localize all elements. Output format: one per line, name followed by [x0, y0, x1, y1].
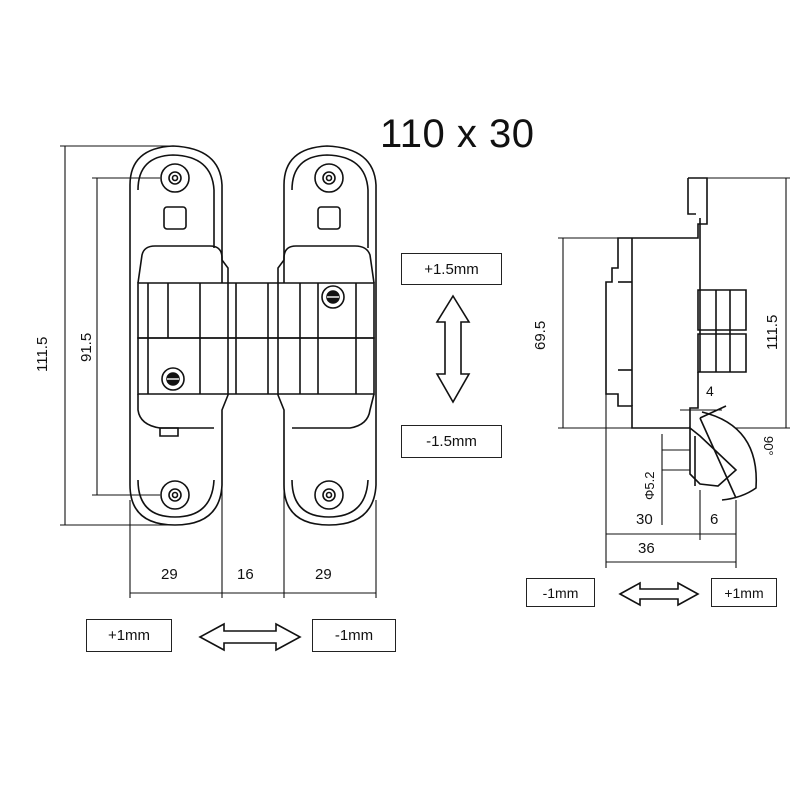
front-dimension-lines: [60, 146, 376, 598]
adjust-right-label-side: +1mm: [711, 578, 777, 607]
dim-36: 36: [638, 540, 655, 557]
adjust-right-label-front: -1mm: [312, 619, 396, 652]
screw-holes: [161, 164, 343, 509]
adjust-down-label: -1.5mm: [401, 425, 502, 458]
vertical-adjust-arrow: [437, 296, 469, 402]
adjustment-screws: [162, 286, 344, 390]
dim-left-width: 29: [161, 566, 178, 583]
right-hinge-leaf: [278, 146, 376, 525]
horizontal-adjust-arrow-side: [620, 583, 698, 605]
dim-overall-height-front: 111.5: [34, 336, 51, 372]
dim-gap: 16: [237, 566, 254, 583]
adjust-left-label-side: -1mm: [526, 578, 595, 607]
dim-4: 4: [706, 383, 714, 399]
page-title: 110 x 30: [380, 112, 535, 156]
dim-6: 6: [710, 511, 719, 528]
dim-overall-height-side: 111.5: [764, 314, 781, 350]
dim-body-height-side: 69.5: [532, 320, 549, 350]
side-dimension-lines: [558, 178, 790, 568]
adjust-left-label-front: +1mm: [86, 619, 172, 652]
dim-30: 30: [636, 511, 653, 528]
adjust-up-label: +1.5mm: [401, 253, 502, 285]
horizontal-adjust-arrow-front: [200, 624, 300, 650]
dim-hole-spacing: 91.5: [78, 332, 95, 362]
left-hinge-leaf: [130, 146, 228, 525]
dim-right-width: 29: [315, 566, 332, 583]
dim-hole-diameter: Φ5.2: [642, 471, 657, 500]
side-view-body: [606, 178, 756, 500]
hinge-mechanism: [138, 246, 374, 436]
dim-angle: 90°: [761, 436, 776, 456]
